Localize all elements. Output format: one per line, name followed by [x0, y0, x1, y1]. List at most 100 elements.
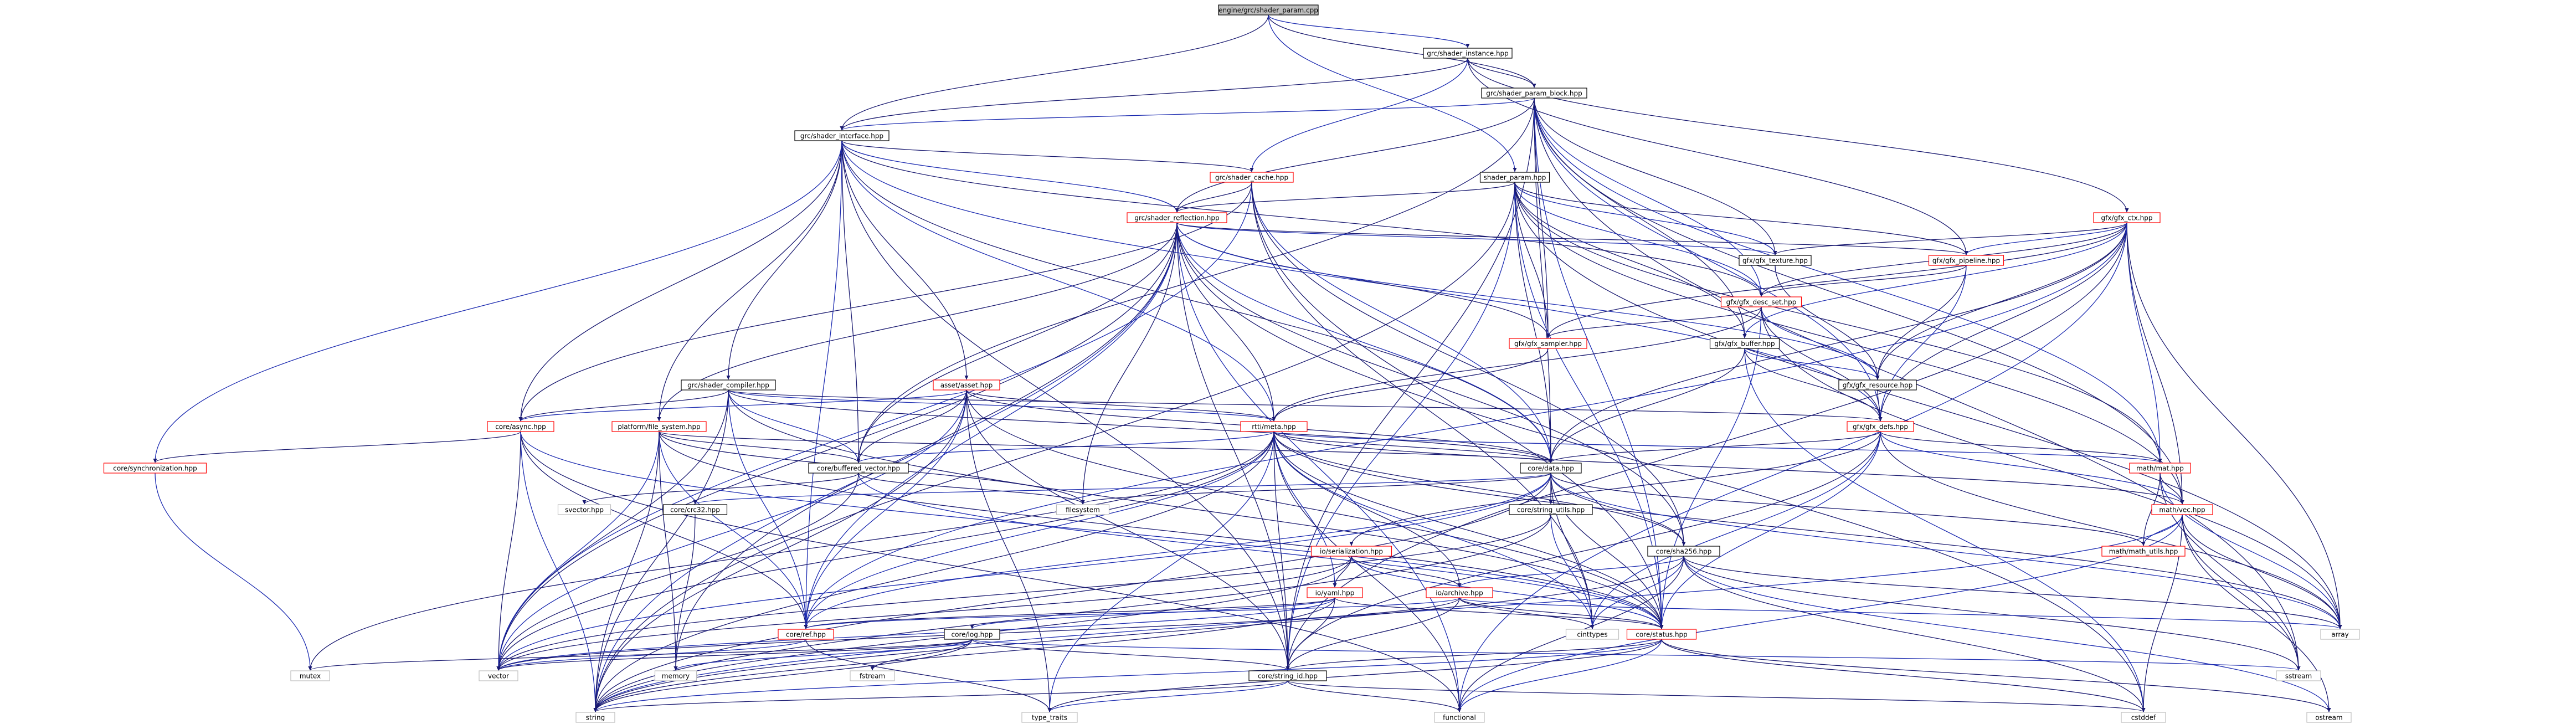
graph-edges — [153, 14, 2342, 712]
node-label: core/status.hpp — [1636, 631, 1688, 639]
include-edge — [1251, 182, 1686, 546]
include-edge — [673, 514, 696, 671]
include-edge — [2126, 222, 2342, 629]
node-asset[interactable]: asset/asset.hpp — [933, 379, 1000, 391]
node-gfx-resource[interactable]: gfx/gfx_resource.hpp — [1838, 379, 1917, 391]
node-core-sync[interactable]: core/synchronization.hpp — [103, 463, 207, 474]
node-box — [2276, 670, 2321, 681]
include-edge — [1176, 222, 1968, 255]
include-edge — [1457, 639, 1662, 712]
node-root[interactable]: engine/grc/shader_param.cpp — [1218, 4, 1319, 16]
node-label: grc/shader_interface.hpp — [800, 132, 883, 140]
include-edge — [1457, 514, 2183, 712]
node-label: grc/shader_reflection.hpp — [1134, 214, 1219, 222]
include-edge — [1268, 14, 1470, 48]
node-math-vec[interactable]: math/vec.hpp — [2151, 504, 2213, 515]
node-box — [479, 670, 518, 681]
node-box — [778, 629, 834, 640]
include-edge — [1467, 58, 2129, 213]
include-edge — [840, 58, 1468, 131]
include-edge — [593, 597, 1335, 712]
node-shader-interface[interactable]: grc/shader_interface.hpp — [794, 130, 889, 141]
node-core-string-utils[interactable]: core/string_utils.hpp — [1509, 504, 1593, 515]
include-edge — [1176, 222, 1276, 422]
include-edge — [1761, 306, 1880, 380]
node-shader-param[interactable]: shader_param.hpp — [1479, 172, 1550, 183]
node-core-crc32[interactable]: core/crc32.hpp — [662, 504, 728, 515]
node-label: core/async.hpp — [495, 423, 546, 431]
include-edge — [870, 639, 973, 671]
node-box — [2320, 629, 2360, 640]
node-core-log[interactable]: core/log.hpp — [944, 629, 1000, 640]
node-label: engine/grc/shader_param.cpp — [1218, 7, 1318, 14]
node-label: vector — [488, 672, 509, 680]
include-edge — [520, 431, 808, 629]
include-edge — [971, 639, 1290, 671]
node-shader-compiler[interactable]: grc/shader_compiler.hpp — [681, 379, 776, 391]
node-gfx-ctx[interactable]: gfx/gfx_ctx.hpp — [2093, 212, 2161, 223]
node-shader-reflection[interactable]: grc/shader_reflection.hpp — [1127, 212, 1227, 223]
include-edge — [593, 182, 1515, 712]
node-box — [1310, 546, 1392, 557]
node-box — [1709, 338, 1780, 349]
include-edge — [1272, 348, 1549, 422]
node-file-system[interactable]: platform/file_system.hpp — [611, 421, 707, 432]
node-math-mat[interactable]: math/mat.hpp — [2129, 463, 2191, 474]
node-core-status[interactable]: core/status.hpp — [1626, 629, 1697, 640]
include-edge — [804, 222, 2127, 629]
node-label: memory — [662, 672, 690, 680]
include-edge — [856, 389, 967, 463]
include-edge — [1176, 222, 1553, 463]
node-core-data[interactable]: core/data.hpp — [1520, 463, 1582, 474]
include-edge — [2159, 473, 2342, 629]
node-shader-cache[interactable]: grc/shader_cache.hpp — [1210, 172, 1294, 183]
node-core-async[interactable]: core/async.hpp — [487, 421, 554, 432]
node-gfx-defs[interactable]: gfx/gfx_defs.hpp — [1847, 421, 1914, 432]
include-edge — [496, 222, 1178, 671]
node-gfx-texture[interactable]: gfx/gfx_texture.hpp — [1739, 255, 1812, 266]
node-rtti-meta[interactable]: rtti/meta.hpp — [1240, 421, 1308, 432]
node-serialization[interactable]: io/serialization.hpp — [1310, 546, 1392, 557]
node-gfx-buffer[interactable]: gfx/gfx_buffer.hpp — [1709, 338, 1780, 349]
include-edge — [518, 389, 967, 422]
include-edge — [1287, 680, 1462, 712]
node-core-string-id[interactable]: core/string_id.hpp — [1248, 670, 1327, 681]
node-box — [1509, 504, 1593, 515]
node-gfx-sampler[interactable]: gfx/gfx_sampler.hpp — [1509, 338, 1587, 349]
node-ostream: ostream — [2306, 712, 2352, 723]
node-gfx-desc-set[interactable]: gfx/gfx_desc_set.hpp — [1720, 296, 1802, 307]
node-core-sha256[interactable]: core/sha256.hpp — [1647, 546, 1720, 557]
include-edge — [1457, 222, 2127, 712]
node-box — [1248, 670, 1327, 681]
node-shader-instance[interactable]: grc/shader_instance.hpp — [1423, 48, 1513, 59]
node-label: string — [586, 714, 605, 722]
include-edge — [1880, 431, 2184, 505]
include-edge — [1534, 97, 1777, 255]
node-math-utils[interactable]: math/math_utils.hpp — [2101, 546, 2186, 557]
node-label: io/archive.hpp — [1436, 589, 1483, 597]
include-edge — [1081, 473, 1551, 505]
include-edge — [1286, 431, 1881, 671]
include-edge — [153, 431, 521, 463]
include-edge — [1549, 431, 1881, 463]
include-edge — [593, 473, 1551, 712]
include-edge — [841, 140, 1254, 172]
node-io-yaml[interactable]: io/yaml.hpp — [1307, 587, 1363, 598]
node-label: cstddef — [2131, 714, 2156, 722]
include-edge — [1880, 431, 2342, 629]
include-edge — [1744, 348, 1883, 422]
include-edge — [1459, 597, 2342, 629]
include-edge — [593, 639, 1662, 712]
include-edge — [805, 639, 1052, 712]
node-core-bufvec[interactable]: core/buffered_vector.hpp — [808, 463, 909, 474]
include-edge — [1272, 306, 1762, 422]
node-shader-param-block[interactable]: grc/shader_param_block.hpp — [1481, 88, 1587, 99]
include-edge — [1175, 97, 1535, 213]
include-edge — [1467, 58, 1536, 88]
include-edge — [1273, 431, 1595, 629]
node-label: core/sha256.hpp — [1656, 548, 1712, 556]
node-gfx-pipeline[interactable]: gfx/gfx_pipeline.hpp — [1928, 255, 2004, 266]
node-core-ref[interactable]: core/ref.hpp — [778, 629, 834, 640]
include-edge — [1273, 431, 2184, 505]
node-io-archive[interactable]: io/archive.hpp — [1426, 587, 1493, 598]
